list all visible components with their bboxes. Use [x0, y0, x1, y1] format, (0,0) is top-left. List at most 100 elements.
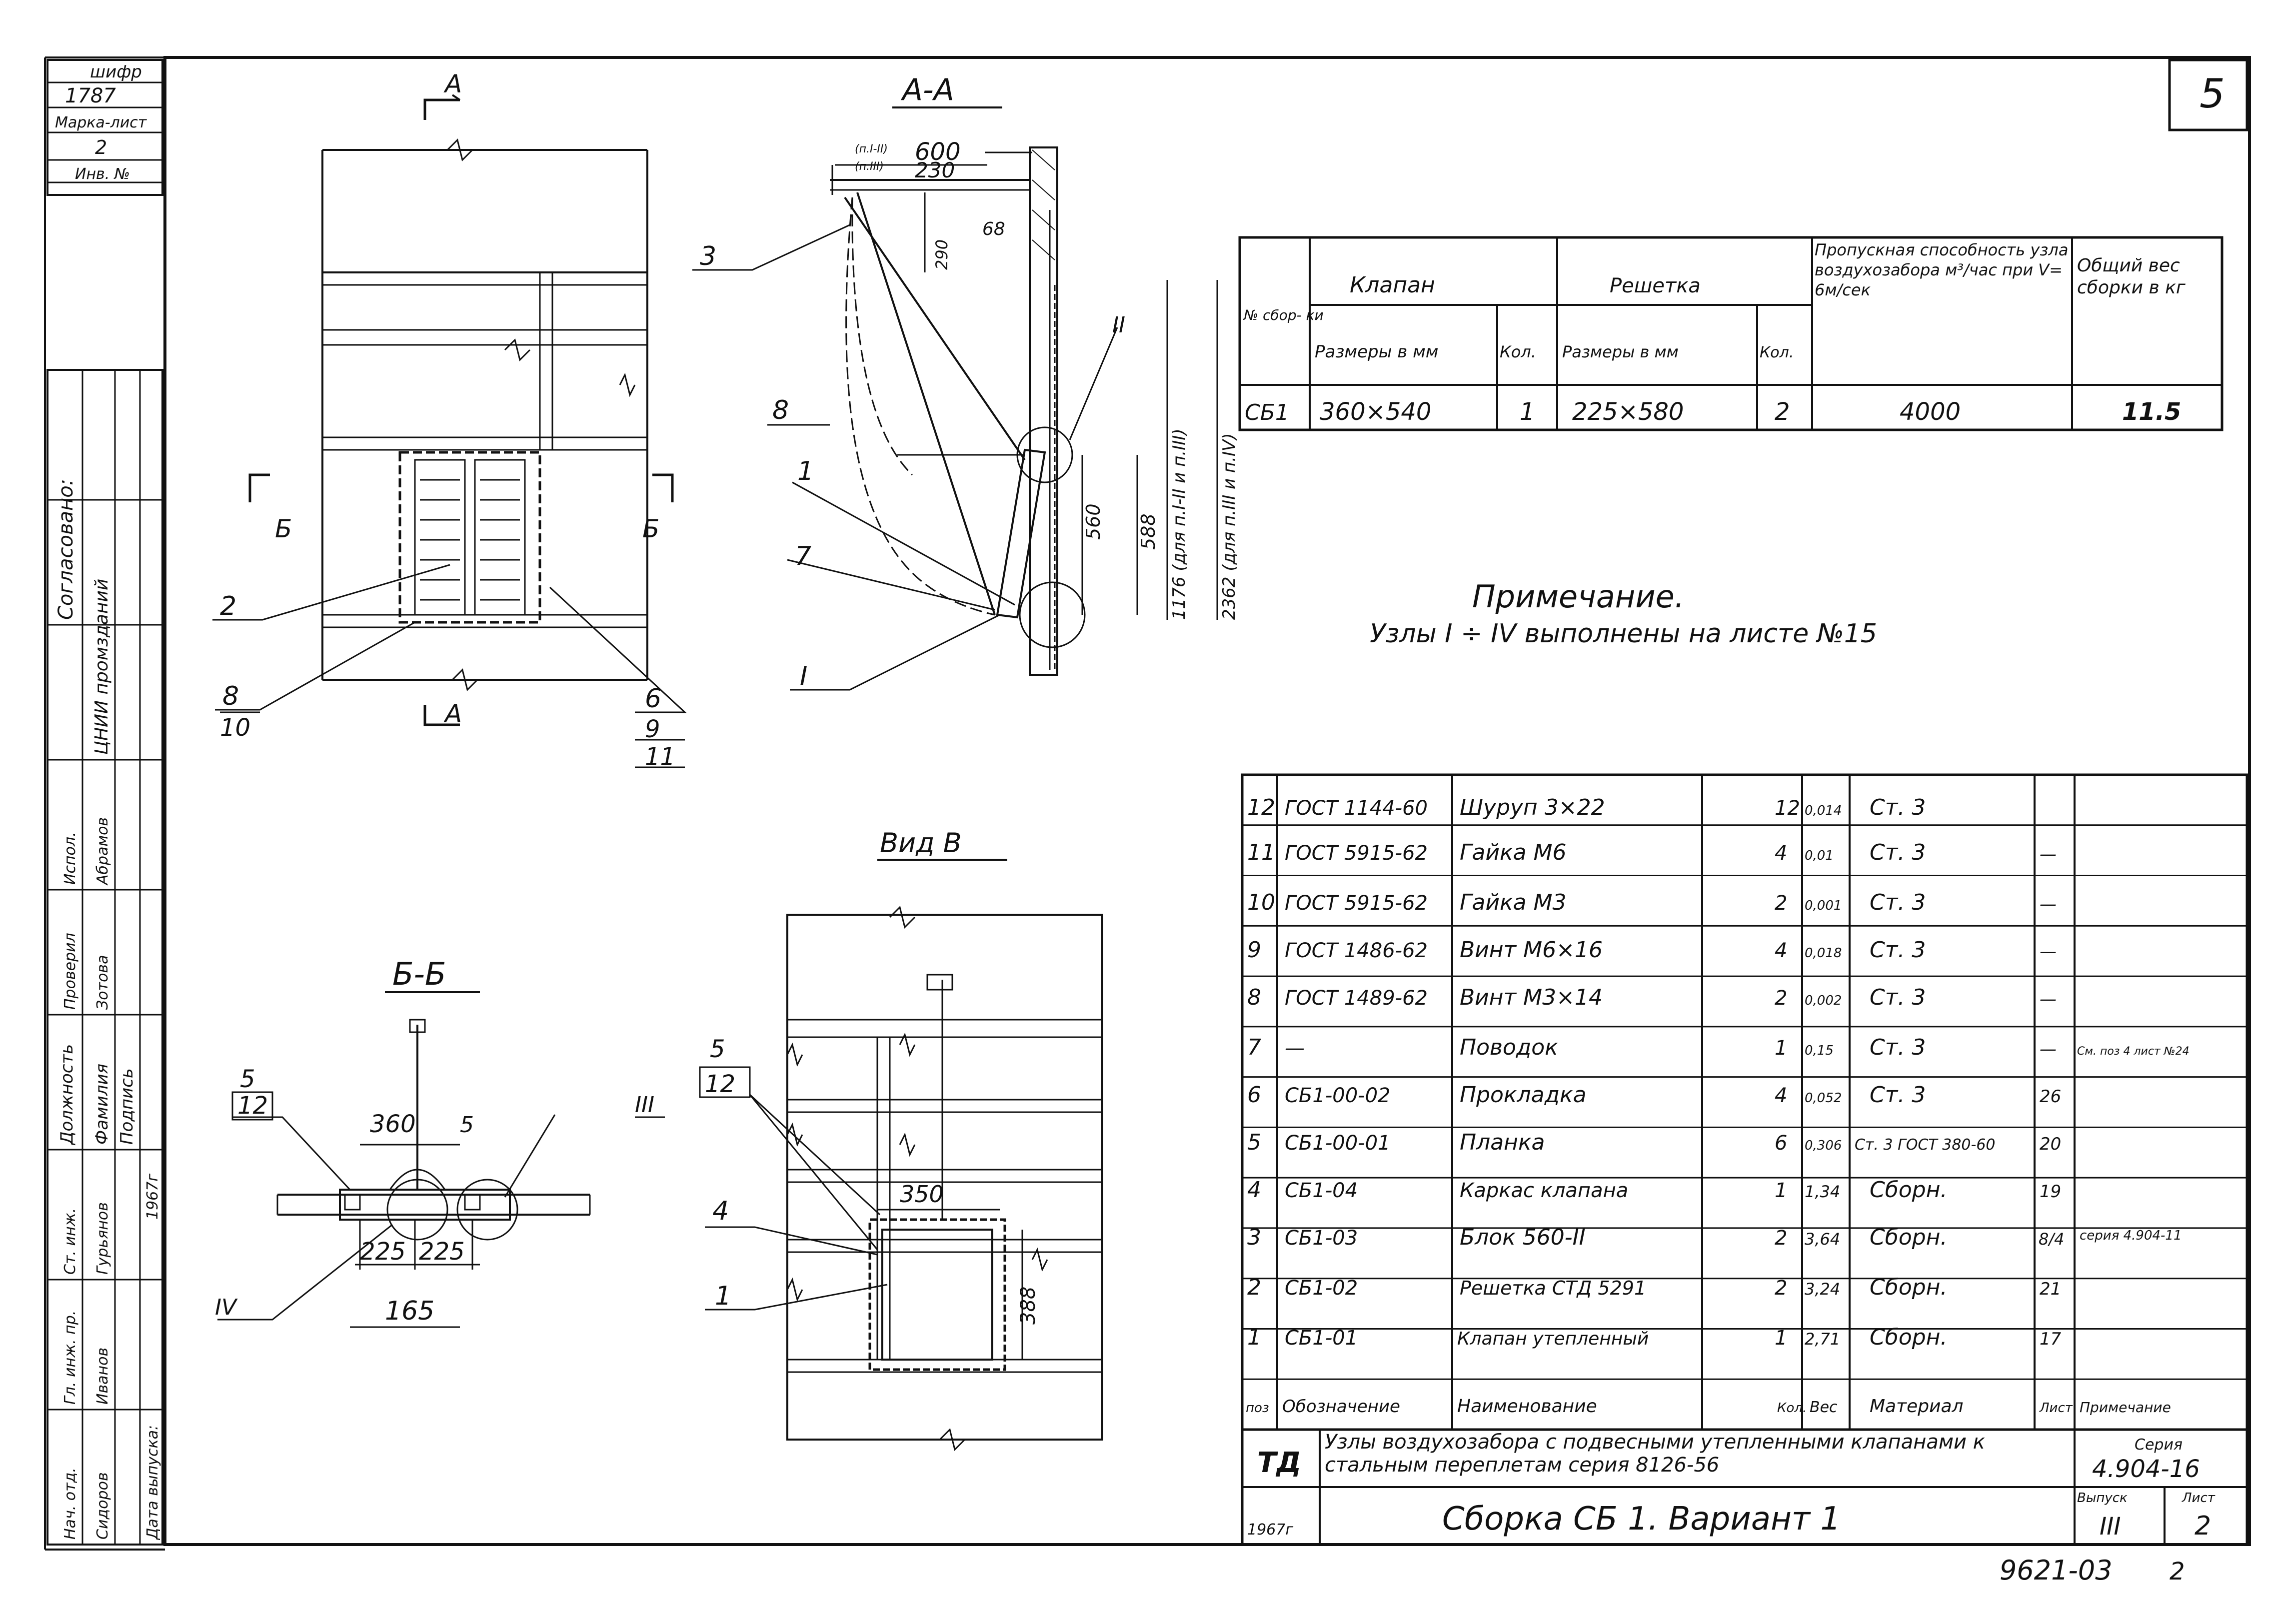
summary-row-num: СБ1: [1245, 400, 1289, 425]
spec-qty: 2: [1775, 1227, 1787, 1250]
spec-weight: 2,71: [1805, 1330, 1840, 1349]
spec-material: Ст. 3 ГОСТ 380-60: [1855, 1136, 1996, 1154]
title-td: ТД: [1257, 1447, 1301, 1479]
spec-designation: СБ1-02: [1285, 1277, 1358, 1300]
title-issue: III: [2100, 1513, 2121, 1541]
spec-qty: 2: [1775, 892, 1787, 915]
plan-view: [212, 94, 687, 768]
approval-row-3-surname: Гурьянов: [94, 1202, 111, 1275]
spec-sheet: —: [2040, 1039, 2057, 1059]
spec-header-pos: поз: [1246, 1401, 1269, 1416]
stamp-mark-label: Марка-лист: [55, 114, 147, 131]
spec-designation: СБ1-00-01: [1285, 1132, 1390, 1155]
spec-name: Винт М6×16: [1460, 937, 1603, 963]
title-block: [1241, 1428, 2249, 1546]
spec-designation: —: [1285, 1037, 1305, 1060]
spec-name: Гайка М3: [1460, 890, 1567, 915]
section-aa: [692, 106, 1218, 691]
v-dim-388: 388: [1017, 1287, 1040, 1325]
bottom-code: 9621-03: [2000, 1555, 2113, 1586]
aa-leader-1: 1: [797, 456, 814, 486]
sheet-number: 5: [2200, 70, 2225, 117]
spec-name: Решетка СТД 5291: [1460, 1277, 1646, 1299]
summary-header-weight-wrap: Общий вес сборки в кг: [2077, 255, 2186, 298]
sheet-frame: [44, 56, 2251, 1551]
spec-qty: 6: [1775, 1132, 1787, 1155]
spec-pos: 6: [1247, 1082, 1261, 1108]
bb-dim-5: 5: [460, 1112, 474, 1138]
spec-header-name: Наименование: [1457, 1396, 1597, 1417]
aa-dim-note1: (п.I-II): [855, 143, 888, 155]
spec-weight: 3,64: [1805, 1230, 1840, 1249]
spec-qty: 12: [1775, 797, 1800, 820]
aa-leader-7: 7: [795, 541, 811, 571]
spec-material: Ст. 3: [1870, 890, 1926, 915]
summary-header-valve: Клапан: [1350, 272, 1435, 298]
spec-weight: 1,34: [1805, 1182, 1840, 1201]
approval-col-position: Должность: [57, 1044, 77, 1146]
spec-row: 4 СБ1-04 Каркас клапана 1 1,34 Сборн. 19: [1247, 1177, 2061, 1203]
spec-header: поз Обозначение Наименование Кол. Вес Ма…: [1246, 1396, 2171, 1417]
title-year: 1967г: [1247, 1521, 1293, 1539]
spec-sheet: 20: [2040, 1134, 2061, 1154]
spec-material: Ст. 3: [1870, 795, 1926, 820]
spec-pos: 12: [1247, 795, 1275, 820]
summary-header-grille: Решетка: [1610, 274, 1701, 297]
spec-name: Винт М3×14: [1460, 985, 1603, 1010]
spec-qty: 1: [1775, 1327, 1787, 1350]
aa-leader-II: II: [1112, 312, 1125, 338]
approval-block-text: Согласовано: ЦНИИ промзданий Должность Ф…: [54, 479, 161, 1541]
section-aa-title: А-А: [900, 72, 954, 107]
approval-row-2-position: Гл. инж. пр.: [61, 1311, 79, 1405]
summary-header-valve-sizes: Размеры в мм: [1315, 342, 1438, 362]
spec-qty: 2: [1775, 987, 1787, 1010]
approval-row-2-surname: Иванов: [94, 1348, 111, 1405]
plan-cut-a-bottom: А: [443, 699, 462, 728]
spec-designation: ГОСТ 1144-60: [1285, 797, 1428, 820]
plan-cut-a-top: А: [443, 69, 462, 98]
spec-table: [1241, 773, 2249, 1431]
section-bb-title: Б-Б: [392, 956, 446, 992]
spec-rows: 12 ГОСТ 1144-60 Шуруп 3×22 12 0,014 Ст. …: [1247, 795, 2190, 1350]
spec-pos: 2: [1247, 1275, 1261, 1300]
spec-sheet: 19: [2040, 1182, 2061, 1202]
plan-leader-9: 9: [645, 715, 660, 743]
aa-dim-230: 230: [915, 158, 955, 182]
spec-material: Ст. 3: [1870, 985, 1926, 1010]
v-leader-12: 12: [705, 1070, 735, 1098]
spec-remark: См. поз 4 лист №24: [2077, 1045, 2190, 1058]
note-title: Примечание.: [1472, 578, 1685, 615]
summary-header-num: № сбор- ки: [1243, 307, 1324, 323]
approval-row-1-surname: Сидоров: [94, 1472, 111, 1540]
aa-dim-68: 68: [982, 219, 1005, 239]
spec-sheet: 26: [2040, 1087, 2061, 1107]
summary-header-grille-sizes: Размеры в мм: [1562, 342, 1679, 361]
title-series: 4.904-16: [2092, 1455, 2200, 1483]
spec-weight: 0,01: [1805, 848, 1834, 863]
approval-row-1-position: Нач. отд.: [61, 1468, 79, 1540]
summary-header-valve-qty: Кол.: [1500, 342, 1536, 361]
spec-material: Сборн.: [1870, 1177, 1947, 1203]
spec-pos: 4: [1247, 1177, 1261, 1203]
spec-row: 6 СБ1-00-02 Прокладка 4 0,052 Ст. 3 26: [1247, 1082, 2061, 1108]
bb-leader-IV: IV: [215, 1295, 238, 1320]
spec-header-weight: Вес: [1810, 1399, 1838, 1416]
aa-leader-8: 8: [772, 395, 789, 425]
spec-sheet: 17: [2040, 1329, 2062, 1349]
approval-heading: Согласовано:: [54, 479, 77, 620]
summary-header-capacity: Пропускная способность узла воздухозабор…: [1815, 240, 2069, 299]
summary-row-capacity: 4000: [1900, 398, 1961, 426]
spec-material: Ст. 3: [1870, 1035, 1926, 1060]
spec-name: Блок 560-II: [1460, 1225, 1586, 1250]
spec-name: Планка: [1460, 1130, 1545, 1155]
spec-material: Ст. 3: [1870, 1082, 1926, 1108]
spec-weight: 0,018: [1805, 946, 1842, 961]
spec-weight: 3,24: [1805, 1280, 1840, 1299]
v-leader-1: 1: [715, 1281, 731, 1311]
title-description-wrap: Узлы воздухозабора с подвесными утепленн…: [1325, 1431, 1985, 1477]
spec-name: Клапан утепленный: [1457, 1329, 1649, 1349]
approval-block: [46, 369, 163, 1546]
spec-pos: 9: [1247, 937, 1261, 963]
view-v: [699, 906, 1103, 1451]
